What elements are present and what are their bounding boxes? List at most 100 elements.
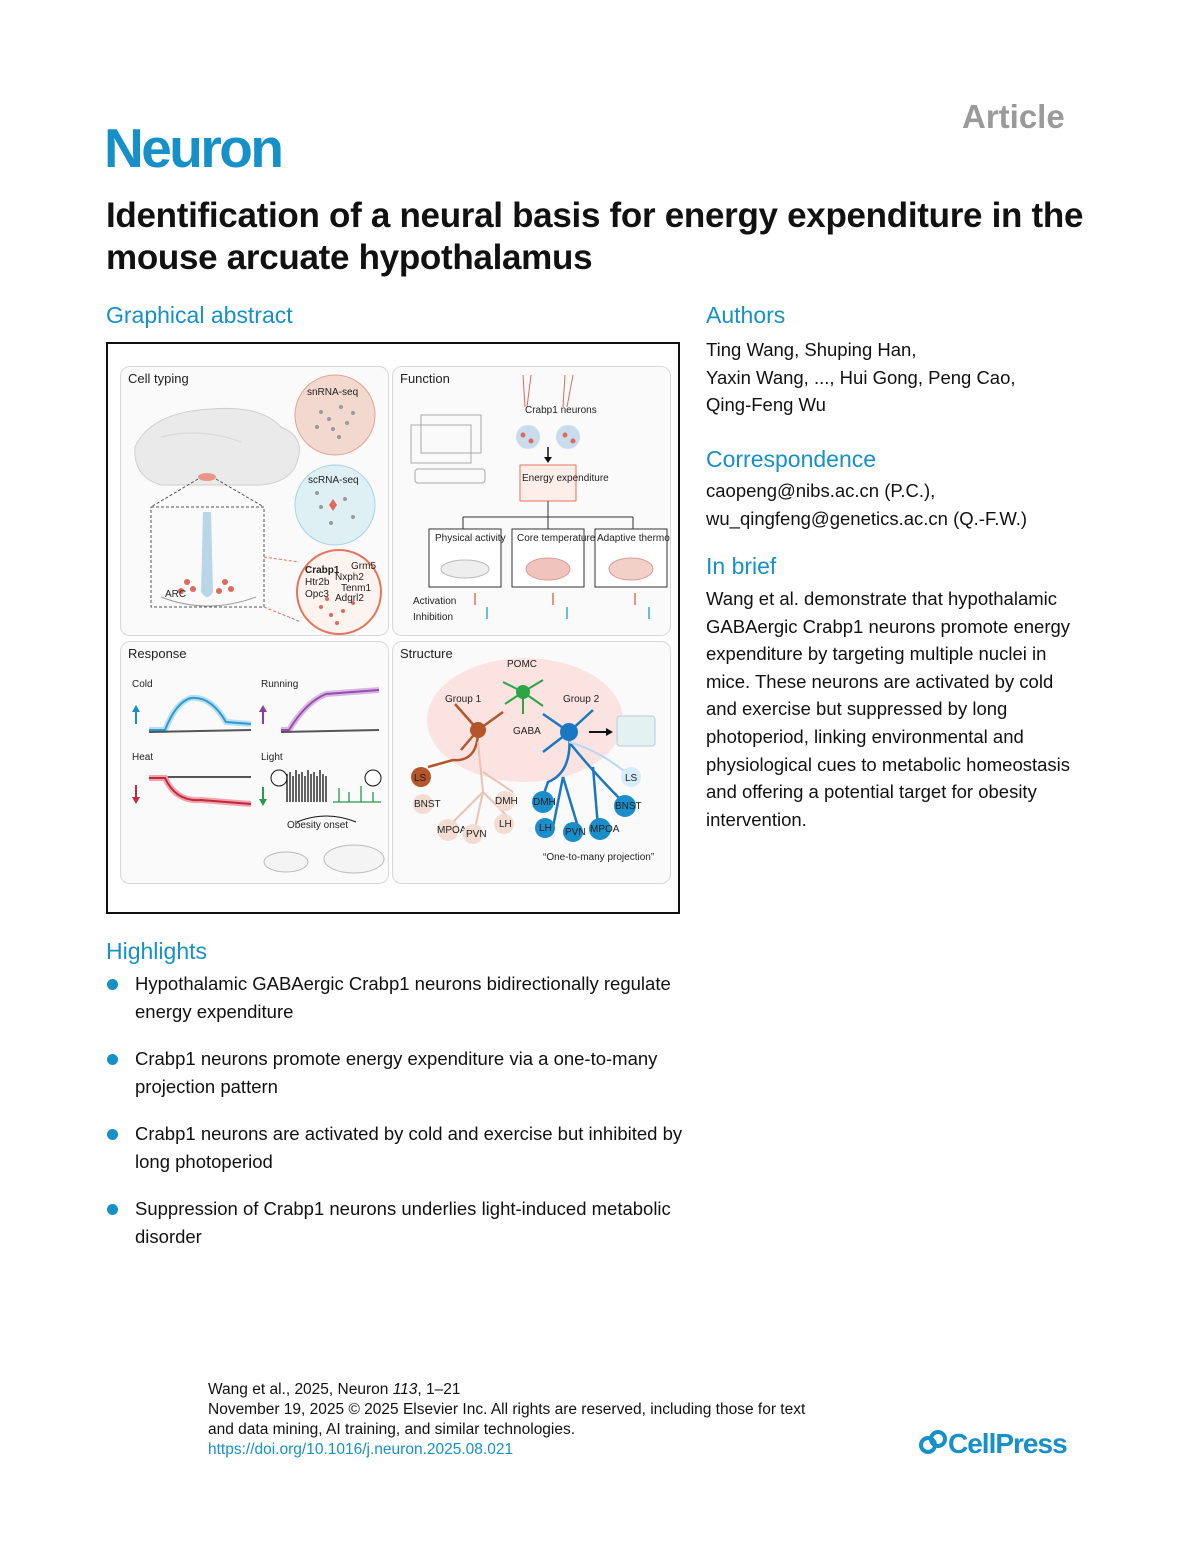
running-label: Running bbox=[261, 679, 298, 690]
cellpress-link-icon bbox=[919, 1430, 947, 1454]
graphical-abstract-heading: Graphical abstract bbox=[106, 302, 293, 328]
gene-grm5: Grm5 bbox=[351, 561, 376, 572]
citation-volume: 113 bbox=[392, 1381, 418, 1398]
obesity-onset-label: Obesity onset bbox=[287, 820, 348, 831]
energy-expenditure-box bbox=[519, 464, 577, 502]
journal-logo: Neuron bbox=[104, 117, 284, 179]
citation-pages: , 1–21 bbox=[417, 1381, 461, 1398]
core-temperature-label: Core temperature bbox=[517, 533, 596, 544]
panel-cell-typing: Cell typing ARC snR bbox=[120, 366, 389, 636]
mouse-icon-3 bbox=[608, 557, 654, 581]
crabp1-neurons-label: Crabp1 neurons bbox=[525, 405, 597, 416]
highlight-text: Hypothalamic GABAergic Crabp1 neurons bi… bbox=[135, 973, 671, 1022]
citation-prefix: Wang et al., 2025, Neuron bbox=[208, 1381, 393, 1398]
panel-title-cell-typing: Cell typing bbox=[128, 371, 189, 386]
cold-label: Cold bbox=[132, 679, 153, 690]
panel-structure: Structure POMC Group 1 Group 2 GABA bbox=[392, 641, 671, 884]
clock-icon-right bbox=[364, 769, 382, 787]
output-box bbox=[616, 715, 656, 747]
panel-title-response: Response bbox=[128, 646, 187, 661]
citation-line: Wang et al., 2025, Neuron 113, 1–21 bbox=[208, 1380, 808, 1400]
cellpress-logo: CellPress bbox=[918, 1428, 1068, 1460]
gene-tenm1: Tenm1 bbox=[341, 583, 371, 594]
bullet-icon bbox=[107, 1054, 118, 1065]
highlights-list: Hypothalamic GABAergic Crabp1 neurons bi… bbox=[106, 970, 686, 1270]
snrna-seq-label: snRNA-seq bbox=[307, 387, 358, 398]
gene-htr2b: Htr2b bbox=[305, 577, 330, 588]
mpoa-left-label: MPOA bbox=[437, 825, 467, 836]
gene-opc3: Opc3 bbox=[305, 589, 329, 600]
bullet-icon bbox=[107, 1204, 118, 1215]
function-illustration: Crabp1 neurons Energy expenditure Physic… bbox=[410, 374, 670, 623]
pvn-right-label: PVN bbox=[565, 827, 586, 838]
article-type-label: Article bbox=[962, 98, 1065, 135]
doi-link[interactable]: https://doi.org/10.1016/j.neuron.2025.08… bbox=[208, 1441, 514, 1458]
brain-illustration bbox=[134, 407, 300, 486]
running-trace bbox=[281, 689, 380, 731]
highlight-item: Crabp1 neurons are activated by cold and… bbox=[106, 1120, 686, 1176]
arc-region-marker bbox=[198, 473, 216, 481]
dmh-right-label: DMH bbox=[533, 797, 556, 808]
authors-line-3: Qing-Feng Wu bbox=[706, 394, 826, 416]
ls-right-label: LS bbox=[625, 773, 638, 784]
authors-line-2: Yaxin Wang, ..., Hui Gong, Peng Cao, bbox=[706, 366, 1016, 388]
authors-list: Ting Wang, Shuping Han, Yaxin Wang, ...,… bbox=[706, 336, 1146, 419]
lh-left-label: LH bbox=[499, 819, 512, 830]
energy-expenditure-label: Energy expenditure bbox=[522, 473, 609, 484]
adaptive-thermogenesis-label: Adaptive thermogenesis bbox=[597, 533, 670, 544]
in-brief-heading: In brief bbox=[706, 553, 777, 579]
group1-neuron bbox=[470, 722, 486, 738]
arc-background bbox=[427, 658, 623, 782]
mouse-icon-1 bbox=[440, 559, 490, 579]
cellpress-wordmark: CellPress bbox=[948, 1428, 1068, 1459]
panel-function: Function Crabp1 neurons Energy expenditu bbox=[392, 366, 671, 636]
bullet-icon bbox=[107, 1129, 118, 1140]
group2-label: Group 2 bbox=[563, 694, 600, 705]
highlight-item: Crabp1 neurons promote energy expenditur… bbox=[106, 1045, 686, 1101]
activation-label: Activation bbox=[413, 596, 456, 607]
scrna-seq-label: scRNA-seq bbox=[308, 475, 359, 486]
authors-heading: Authors bbox=[706, 302, 786, 328]
dmh-left-label: DMH bbox=[495, 796, 518, 807]
bnst-left-label: BNST bbox=[414, 799, 441, 810]
citation-footer: Wang et al., 2025, Neuron 113, 1–21 Nove… bbox=[208, 1380, 808, 1460]
gene-nxph2: Nxph2 bbox=[335, 572, 364, 583]
gene-adgrl2: Adgrl2 bbox=[335, 593, 364, 604]
graphical-abstract: Cell typing ARC snR bbox=[106, 342, 680, 914]
highlight-item: Hypothalamic GABAergic Crabp1 neurons bi… bbox=[106, 970, 686, 1026]
correspondence-email-2[interactable]: wu_qingfeng@genetics.ac.cn (Q.-F.W.) bbox=[706, 507, 1028, 529]
highlight-text: Crabp1 neurons are activated by cold and… bbox=[135, 1123, 683, 1172]
cold-trace bbox=[149, 696, 252, 731]
gene-cluster-circle bbox=[296, 549, 382, 635]
bullet-icon bbox=[107, 979, 118, 990]
in-brief-text: Wang et al. demonstrate that hypothalami… bbox=[706, 588, 1071, 830]
physical-activity-label: Physical activity bbox=[435, 533, 506, 544]
panel-response: Response Cold Running Heat Light bbox=[120, 641, 389, 884]
panel-title-function: Function bbox=[400, 371, 450, 386]
group2-neuron bbox=[560, 723, 578, 741]
one-to-many-caption: “One-to-many projection” bbox=[543, 852, 654, 863]
gaba-label: GABA bbox=[513, 726, 541, 737]
clock-icon-left bbox=[270, 769, 288, 787]
cell-typing-illustration: ARC snRNA-seq scRNA-seq Crab bbox=[134, 374, 382, 635]
response-illustration: Cold Running Heat Light bbox=[132, 679, 385, 874]
mouse-icon-2 bbox=[525, 557, 571, 581]
heat-label: Heat bbox=[132, 752, 153, 763]
bnst-right-label: BNST bbox=[615, 801, 642, 812]
arc-label: ARC bbox=[165, 589, 186, 600]
cage-illustration bbox=[420, 414, 482, 454]
correspondence-email-1[interactable]: caopeng@nibs.ac.cn (P.C.), bbox=[706, 480, 936, 501]
article-title: Identification of a neural basis for ene… bbox=[106, 196, 1084, 277]
highlight-text: Crabp1 neurons promote energy expenditur… bbox=[135, 1048, 658, 1097]
copyright-text: November 19, 2025 © 2025 Elsevier Inc. A… bbox=[208, 1401, 806, 1438]
pomc-label: POMC bbox=[507, 659, 537, 670]
highlights-heading: Highlights bbox=[106, 938, 207, 964]
light-label: Light bbox=[261, 752, 283, 763]
panel-title-structure: Structure bbox=[400, 646, 453, 661]
pomc-neuron bbox=[516, 685, 530, 699]
correspondence-heading: Correspondence bbox=[706, 446, 877, 472]
obese-mouse bbox=[323, 844, 385, 874]
snrna-seq-circle bbox=[294, 374, 376, 456]
heat-trace bbox=[149, 777, 252, 805]
authors-line-1: Ting Wang, Shuping Han, bbox=[706, 339, 917, 360]
